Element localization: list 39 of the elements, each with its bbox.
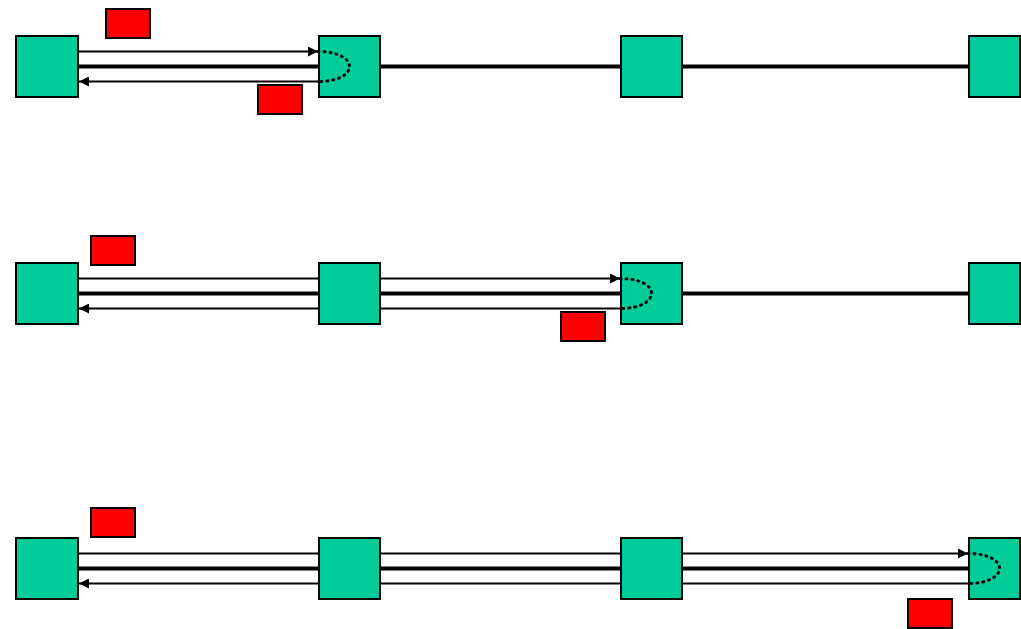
arrow [78,578,319,589]
connector-line [380,307,621,310]
marker-box [257,84,303,115]
connector-line [78,552,319,555]
arrow [682,548,969,559]
connector-line [79,566,318,571]
station-box [968,537,1021,600]
marker-box [90,507,136,538]
station-box [620,537,683,600]
connector-line [380,582,621,585]
station-box [318,35,381,98]
arrow [380,273,621,284]
station-box [15,537,79,600]
arrow [78,46,319,57]
marker-box [105,8,151,39]
connector-line [79,64,318,69]
connector-line [381,64,620,69]
connector-line [380,552,621,555]
connector-line [683,64,968,69]
station-box [968,262,1021,325]
station-box [318,262,381,325]
connector-line [381,566,620,571]
connector-line [683,291,968,296]
marker-box [90,235,136,266]
station-box [968,35,1021,98]
connector-line [78,277,319,280]
marker-box [907,598,953,629]
station-box [620,262,683,325]
station-box [620,35,683,98]
connector-line [79,291,318,296]
station-box [15,262,79,325]
connector-line [683,566,968,571]
connector-line [682,582,969,585]
marker-box [560,311,606,342]
station-box [318,537,381,600]
station-box [15,35,79,98]
connector-line [381,291,620,296]
arrow [78,303,319,314]
arrow [78,76,319,87]
